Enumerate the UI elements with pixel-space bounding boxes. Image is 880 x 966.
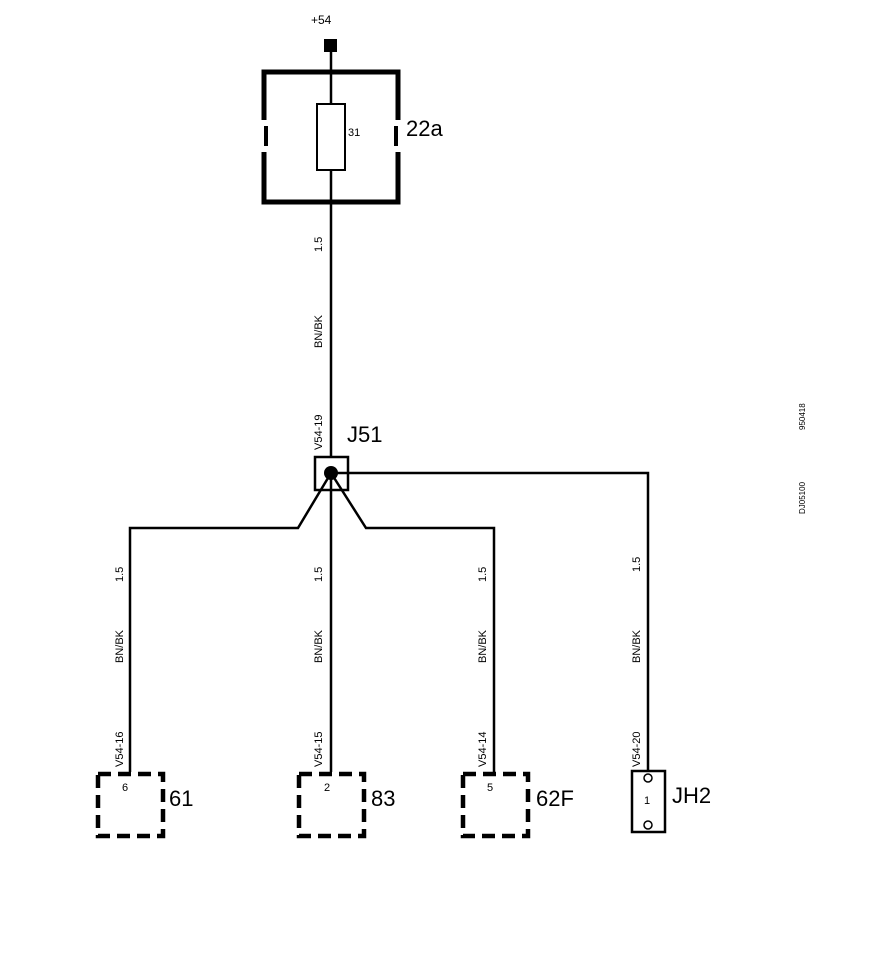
branch-jh2-size: 1.5 [631,557,643,572]
connector-83-label: 83 [371,786,395,811]
connector-62f-pin: 5 [487,782,493,794]
branch-83-color: BN/BK [313,629,325,663]
connector-61 [95,771,166,839]
side-code-top: 950418 [798,403,807,430]
connector-61-label: 61 [169,786,193,811]
fuse-31 [316,103,346,171]
connector-jh2 [630,769,667,834]
junction-pin-label: V54-19 [313,415,325,450]
branch-wire-jh2 [331,471,650,772]
fuse-number-label: 31 [348,127,360,139]
connector-62f [460,771,531,839]
connector-jh2-label: JH2 [672,783,711,808]
connector-62f-label: 62F [536,786,574,811]
branch-wire-61 [128,472,333,772]
connector-83 [296,771,367,839]
supply-label: +54 [311,13,332,27]
fuse-box-label: 22a [406,116,443,141]
branch-83-pin-label: V54-15 [313,732,325,767]
connector-61-pin: 6 [122,782,128,794]
branch-62f-pin-label: V54-14 [477,732,489,767]
branch-jh2-pin-label: V54-20 [631,732,643,767]
side-code-bottom: DJ05100 [798,481,807,514]
branch-62f-color: BN/BK [477,629,489,663]
junction-j51: J51 V54-19 [313,415,382,492]
connector-jh2-pin: 1 [644,795,650,807]
supply-terminal [324,39,337,52]
branch-wire-62f [329,472,496,772]
branch-61-pin-label: V54-16 [114,732,126,767]
connector-83-pin: 2 [324,782,330,794]
junction-label: J51 [347,422,382,447]
fuse-box-22a: 31 22a [261,69,443,205]
branch-62f-size: 1.5 [477,567,489,582]
feed-wire-size: 1.5 [313,237,325,252]
branch-61-size: 1.5 [114,567,126,582]
branch-83-size: 1.5 [313,567,325,582]
branch-jh2-color: BN/BK [631,629,643,663]
branch-61-color: BN/BK [114,629,126,663]
feed-wire-color: BN/BK [313,314,325,348]
